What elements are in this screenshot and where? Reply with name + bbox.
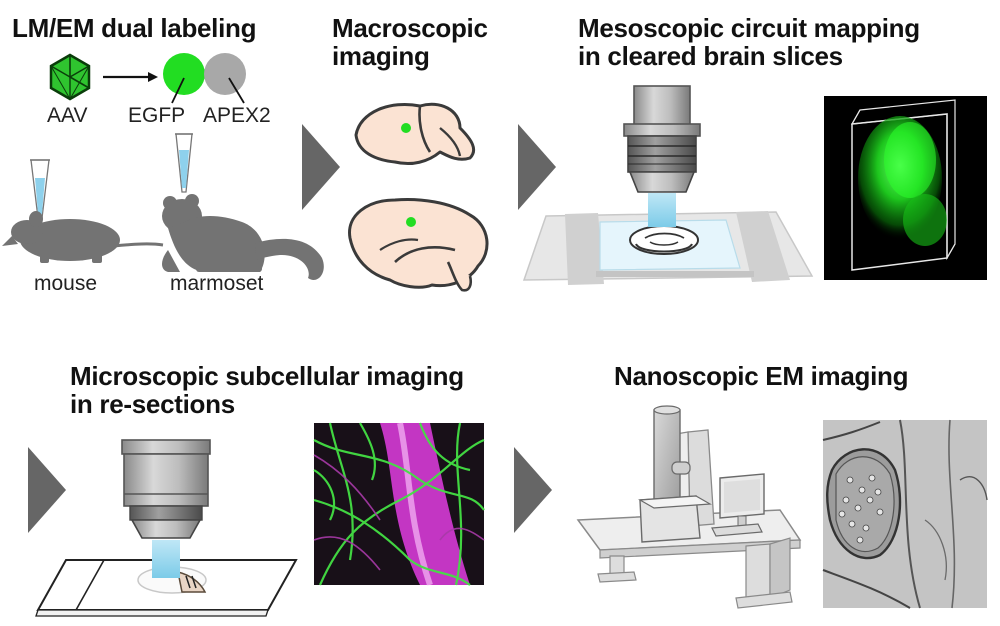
light-beam [152,540,180,578]
chevron-right-icon [302,124,340,210]
apex2-pointer [228,77,245,104]
marmoset-silhouette-icon [162,194,324,280]
title-mesoscopic-line2: in cleared brain slices [578,41,843,71]
em-column-icon [637,405,713,543]
microscope-objective-icon [121,439,211,539]
title-dual-labeling: LM/EM dual labeling [12,13,257,43]
chevron-right-icon [28,447,66,533]
light-beam [648,193,676,227]
label-mouse: mouse [34,272,98,295]
label-marmoset: marmoset [170,272,264,295]
title-macroscopic-line1: Macroscopic [332,13,488,43]
gfp-volume-image [824,96,987,280]
brain-slice-icon [629,225,699,255]
pipette-mouse-icon [30,159,50,219]
title-microscopic-line1: Microscopic subcellular imaging [70,361,464,391]
title-microscopic-line2: in re-sections [70,389,235,419]
apex2-circle [204,53,246,95]
chevron-right-icon [518,124,556,210]
mouse-silhouette-icon [2,211,164,263]
egfp-circle [163,53,205,95]
microscope-objective-icon [623,85,701,193]
aav-virus-icon [49,53,91,101]
marmoset-brain-icon [348,198,489,292]
fluorescence-image [313,422,485,586]
chevron-right-icon [514,447,552,533]
title-nanoscopic: Nanoscopic EM imaging [614,361,909,391]
em-micrograph-image [822,419,988,609]
em-monitor-icon [711,473,765,537]
right-arrow-icon [103,72,158,82]
title-macroscopic-line2: imaging [332,41,430,71]
mouse-brain-icon [354,102,476,166]
label-egfp: EGFP [128,104,186,127]
pipette-marmoset-icon [175,133,193,193]
label-apex2: APEX2 [203,104,271,127]
title-mesoscopic-line1: Mesoscopic circuit mapping [578,13,920,43]
egfp-pointer [171,77,185,104]
label-aav: AAV [47,104,88,127]
